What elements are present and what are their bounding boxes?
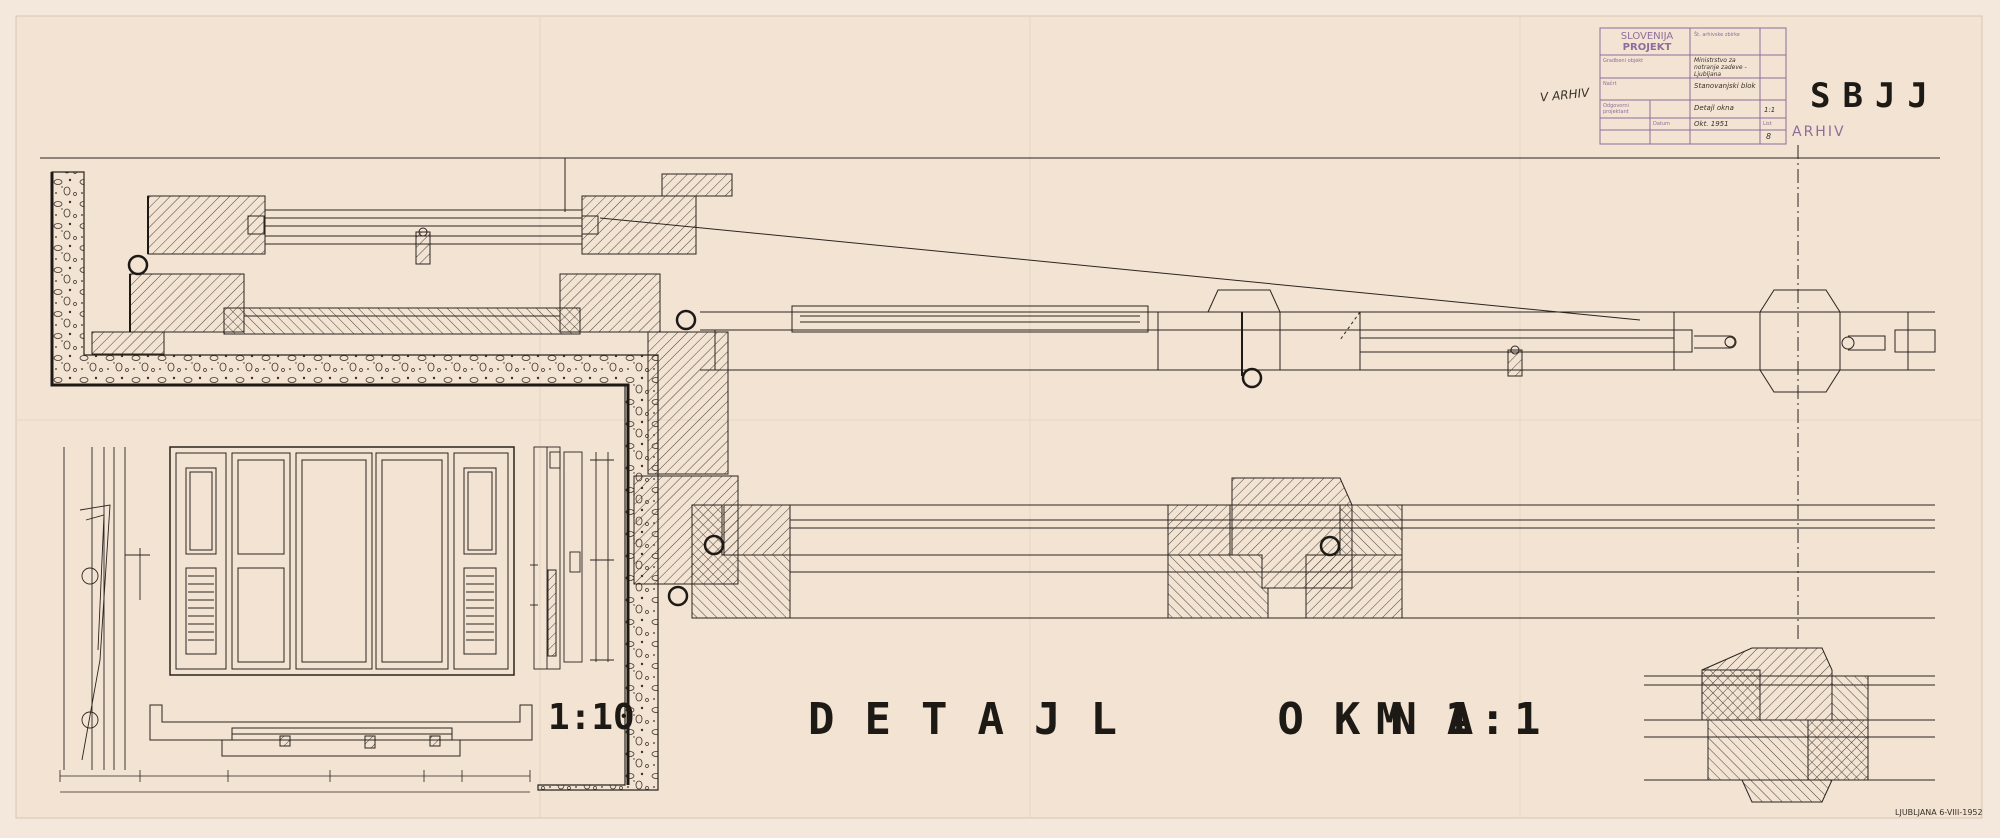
stamp-entry-plan: Detajl okna: [1694, 104, 1734, 112]
stamp-field-date: Datum: [1653, 121, 1670, 127]
stamp-field-plan: Načrt: [1603, 81, 1617, 87]
stamp-entry-client: Ministrstvo za notranje zadeve - Ljublja…: [1694, 57, 1747, 78]
upper-right-frame: [599, 145, 1936, 640]
stamp-header-line1: SLOVENIJA: [1620, 31, 1674, 42]
stamp-header-line2: PROJEKT: [1622, 42, 1672, 53]
stamp-entry-scale: 1:1: [1764, 106, 1776, 114]
archive-stamp: [1599, 27, 1787, 145]
stamp-field-designer: Odgovorni projektant: [1603, 103, 1629, 115]
stamp-entry-building: Stanovanjski blok: [1694, 82, 1756, 90]
meeting-rail-detail: [1644, 647, 1935, 803]
city-date-note: LJUBLJANA 6-VIII-1952: [1895, 808, 1983, 817]
stamp-field-archive-no: Št. arhivske zbirke: [1694, 32, 1740, 38]
wall-section: [50, 171, 659, 791]
stamp-field-object: Gradbeni objekt: [1603, 58, 1644, 64]
archive-note: V ARHIV: [1539, 85, 1590, 105]
stamp-entry-sheet-no: 8: [1766, 132, 1772, 141]
window-elevation: [59, 446, 614, 793]
lower-window-section: [633, 475, 1935, 619]
stamp-entry-date: Okt. 1951: [1694, 120, 1729, 128]
drawing-title: DETAJL OKNA: [808, 694, 1504, 745]
stamp-field-sheet: List: [1763, 121, 1772, 127]
upper-window-section: [91, 158, 733, 475]
archive-mark: ARHIV: [1792, 124, 1846, 140]
detail-scale-label: 1:10: [548, 697, 635, 738]
drawing-code: SBJJ: [1810, 76, 1940, 116]
paper-sheet: [15, 15, 1983, 819]
drawing-title-scale: M 1:1: [1376, 694, 1549, 745]
